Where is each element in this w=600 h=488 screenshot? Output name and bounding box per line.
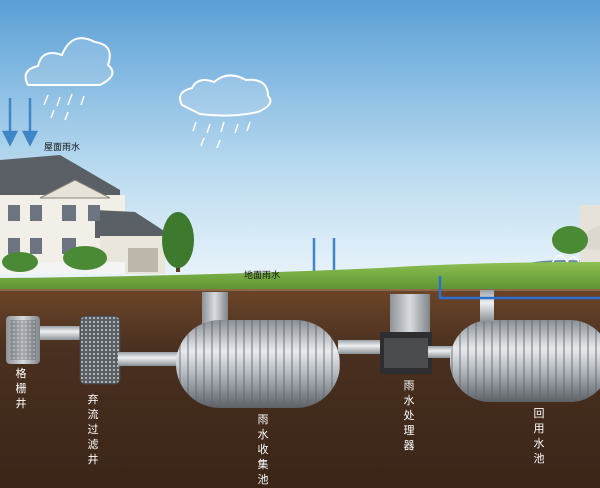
cloud-icon: [179, 74, 272, 149]
roof-rain-label: 屋面雨水: [44, 143, 81, 153]
lawn: [0, 262, 600, 292]
outflow-pipe: [338, 340, 390, 354]
collection-tank: [176, 320, 340, 408]
collection-tank-label: 雨水收集池: [257, 413, 269, 486]
reuse-riser: [480, 290, 494, 322]
treatment-unit-label: 雨水处理器: [403, 379, 415, 452]
ground-rain-label: 地面雨水: [244, 271, 281, 281]
inflow-pipe: [40, 326, 86, 340]
rain-arrow-icon: [1, 98, 39, 147]
cloud-icon: [24, 37, 114, 121]
reuse-tank-label: 回用水池: [533, 407, 545, 465]
transfer-pipe: [118, 352, 186, 366]
rainwater-treatment-unit: [380, 294, 432, 374]
tree: [162, 212, 194, 272]
diversion-filter-well: [79, 315, 121, 385]
shrubs: [2, 246, 107, 272]
grate-well: [6, 316, 40, 364]
reuse-tank: [450, 320, 600, 402]
grate-well-label: 格栅井: [15, 367, 27, 410]
diversion-filter-well-label: 弃流过滤井: [87, 393, 99, 466]
supply-line: [438, 276, 600, 300]
